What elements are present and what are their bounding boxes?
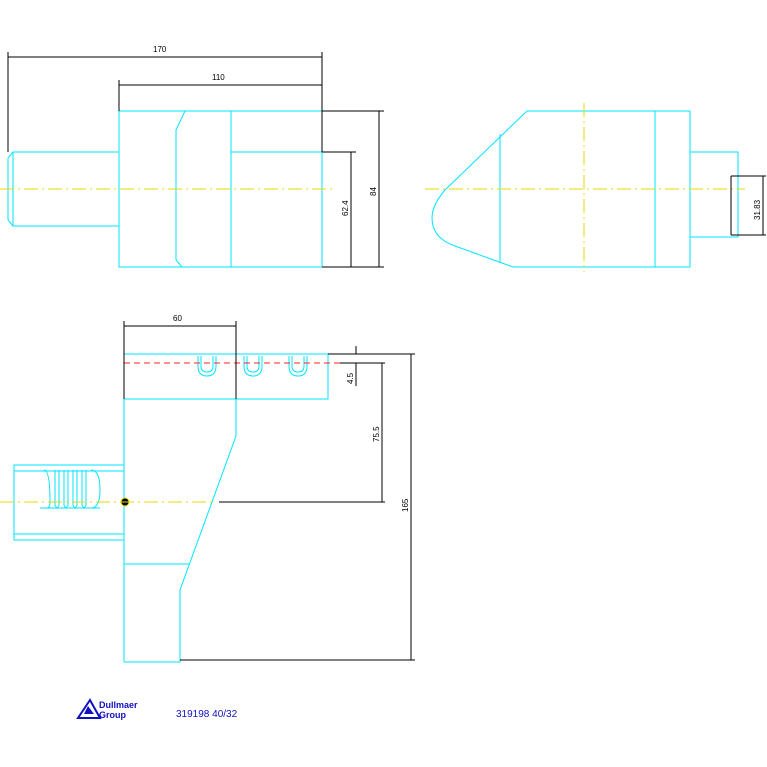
dim-overall-length: 170 xyxy=(153,45,167,54)
part-number: 319198 40/32 xyxy=(176,709,238,720)
dim-offset: 4.5 xyxy=(346,372,355,384)
dim-total-height: 165 xyxy=(401,498,410,512)
dim-height-inner: 62.4 xyxy=(341,200,350,216)
dim-height-outer: 84 xyxy=(369,187,378,196)
top-view: 170 110 62.4 84 xyxy=(0,45,384,268)
logo-name-line1: Dullmaer xyxy=(99,700,138,710)
dim-height-upper: 75.5 xyxy=(372,426,381,442)
logo-name-line2: Group xyxy=(99,710,126,720)
side-view: 31.83 xyxy=(425,103,766,272)
side-view-shank xyxy=(689,151,739,238)
side-view-body xyxy=(431,110,691,268)
dim-body-length: 110 xyxy=(212,73,225,82)
pocket-1 xyxy=(197,356,217,377)
pocket-3 xyxy=(288,356,308,377)
dim-width: 60 xyxy=(173,314,182,323)
dim-shank-size: 31.83 xyxy=(753,199,762,220)
pocket-2 xyxy=(243,356,263,377)
front-view-top-band xyxy=(124,353,329,400)
company-logo: Dullmaer Group xyxy=(76,698,138,720)
front-view: 60 4.5 75.5 165 xyxy=(0,314,415,663)
logo-triangle-icon xyxy=(76,698,102,719)
front-view-body xyxy=(124,399,237,663)
